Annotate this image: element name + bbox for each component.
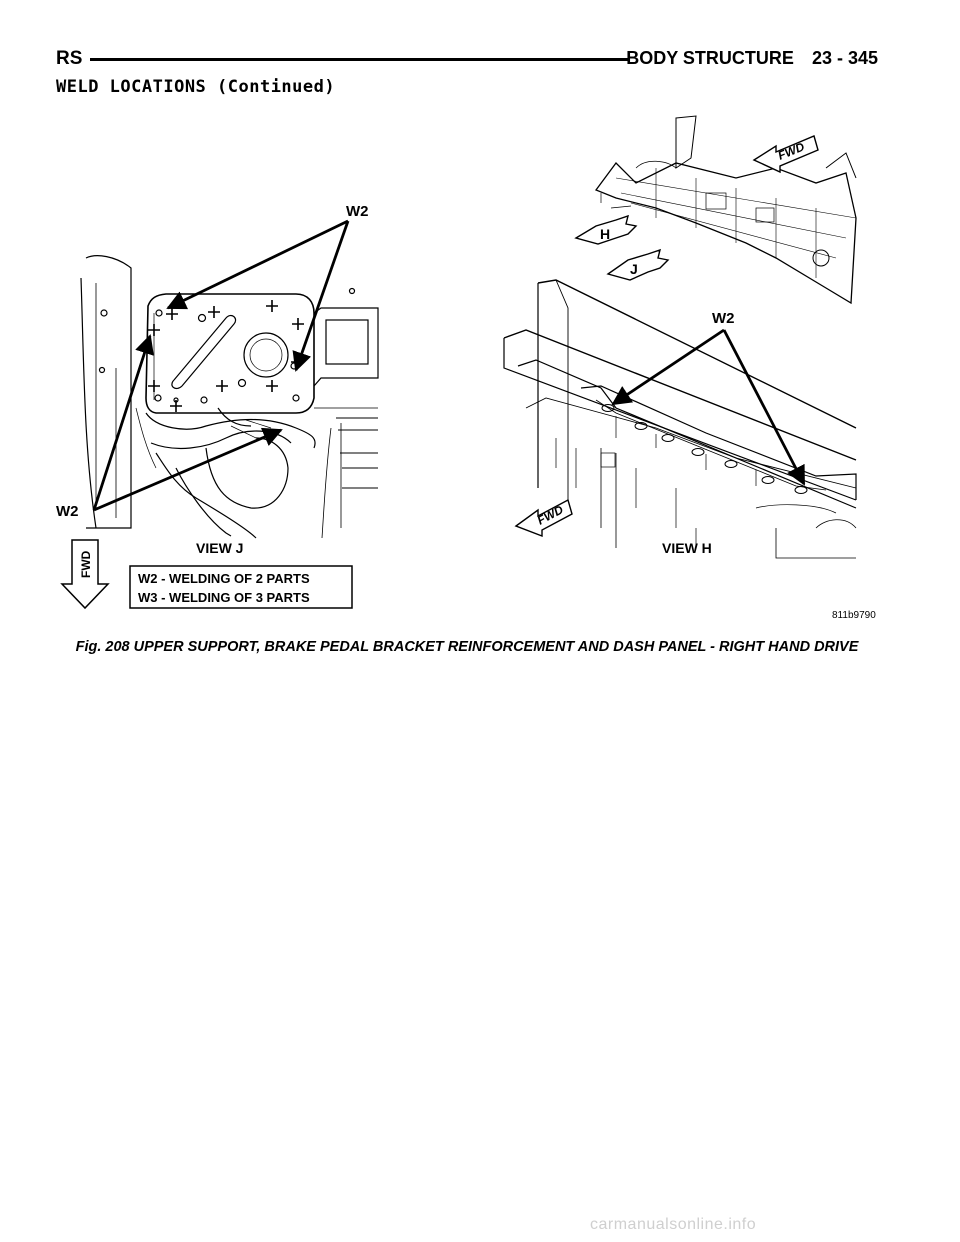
section-heading: WELD LOCATIONS (Continued) (56, 77, 336, 97)
view-h-label: VIEW H (662, 540, 712, 556)
page-header: RS BODY STRUCTURE 23 - 345 (56, 44, 878, 72)
dash-panel-inset (594, 115, 857, 305)
view-h-illustration (503, 279, 857, 559)
figure-illustration: W2 W2 VIEW J FWD W2 - WELDING OF 2 PARTS… (56, 115, 876, 621)
header-page-number: 23 - 345 (811, 48, 878, 68)
fwd-label-down: FWD (79, 550, 93, 578)
fwd-down-arrow-icon: FWD (60, 539, 110, 610)
w2-label-view-j-left: W2 (56, 503, 79, 520)
legend-w2: W2 - WELDING OF 2 PARTS (138, 571, 310, 586)
view-j-letter: J (630, 261, 638, 277)
header-rule (90, 58, 628, 61)
view-h-arrow-icon: H (574, 214, 638, 245)
fwd-arrow-inset-icon: FWD (752, 135, 819, 174)
view-j-arrow-icon: J (606, 248, 670, 281)
view-h-letter: H (600, 226, 610, 242)
fwd-arrow-view-h-icon: FWD (514, 498, 573, 538)
header-section-code: RS (56, 48, 83, 69)
weld-legend: W2 - WELDING OF 2 PARTS W3 - WELDING OF … (129, 565, 353, 609)
w2-label-view-j-top: W2 (346, 203, 369, 220)
w2-label-view-h: W2 (712, 310, 735, 327)
header-title-group: BODY STRUCTURE 23 - 345 (626, 48, 878, 69)
figure-caption: Fig. 208 UPPER SUPPORT, BRAKE PEDAL BRAC… (75, 639, 859, 655)
illustration-code: 811b9790 (832, 610, 876, 621)
header-title: BODY STRUCTURE (626, 48, 794, 68)
view-j-label: VIEW J (196, 540, 243, 556)
view-j-illustration (80, 219, 379, 539)
legend-w3: W3 - WELDING OF 3 PARTS (138, 590, 310, 605)
figure-weld-locations: W2 W2 VIEW J FWD W2 - WELDING OF 2 PARTS… (56, 108, 878, 628)
footer-watermark: carmanualsonline.info (590, 1216, 757, 1233)
